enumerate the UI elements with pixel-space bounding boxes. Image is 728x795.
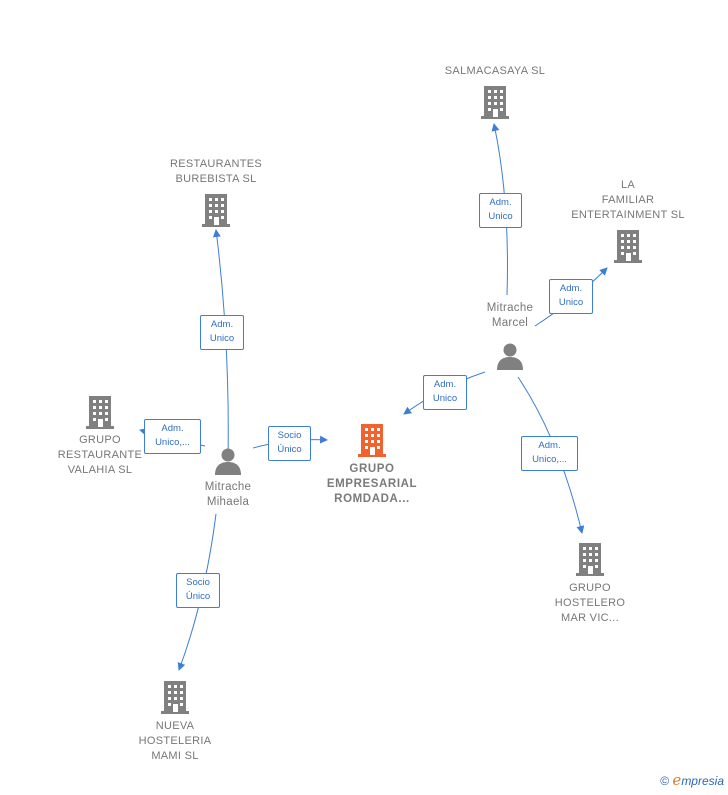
person-label: Mitrache Marcel xyxy=(486,302,534,329)
footer-brand: © empresia xyxy=(660,771,724,789)
edge-label-marcel-empresarial[interactable]: Adm. Unico xyxy=(423,375,467,410)
company-grupo-valahia[interactable]: GRUPO RESTAURANTE VALAHIA SL xyxy=(40,394,160,478)
building-icon xyxy=(86,396,114,429)
building-icon xyxy=(481,86,509,119)
company-grupo-hostelero[interactable]: GRUPO HOSTELERO MAR VIC... xyxy=(530,541,650,626)
company-label: NUEVA HOSTELERIA MAMI SL xyxy=(138,720,212,762)
company-la-familiar[interactable]: LA FAMILIAR ENTERTAINMENT SL xyxy=(558,178,698,264)
company-label: SALMACASAYA SL xyxy=(444,65,546,77)
company-nueva-hosteleria[interactable]: NUEVA HOSTELERIA MAMI SL xyxy=(115,679,235,764)
building-icon xyxy=(202,194,230,227)
company-label: GRUPO RESTAURANTE VALAHIA SL xyxy=(57,434,143,476)
building-icon xyxy=(576,543,604,576)
brand-name: mpresia xyxy=(681,774,724,788)
building-icon xyxy=(614,230,642,263)
company-salmacasaya[interactable]: SALMACASAYA SL xyxy=(425,64,565,120)
person-icon xyxy=(497,343,523,370)
edge-label-mihaela-empresarial[interactable]: Socio Único xyxy=(268,426,311,461)
company-label: GRUPO HOSTELERO MAR VIC... xyxy=(554,582,626,624)
company-label: LA FAMILIAR ENTERTAINMENT SL xyxy=(571,179,685,221)
edge-label-mihaela-valahia[interactable]: Adm. Unico,... xyxy=(144,419,201,454)
building-icon xyxy=(161,681,189,714)
company-label: GRUPO EMPRESARIAL ROMDADA... xyxy=(326,463,418,505)
company-grupo-empresarial[interactable]: GRUPO EMPRESARIAL ROMDADA... xyxy=(312,422,432,507)
edge-label-mihaela-nueva[interactable]: Socio Único xyxy=(176,573,220,608)
copyright-icon: © xyxy=(660,774,670,788)
brand-logo-e: e xyxy=(672,771,682,789)
person-label: Mitrache Mihaela xyxy=(204,481,252,508)
person-mitrache-marcel[interactable]: Mitrache Marcel xyxy=(460,301,560,371)
company-label: RESTAURANTES BUREBISTA SL xyxy=(169,158,263,185)
building-icon xyxy=(358,424,386,457)
edge-label-marcel-hostelero[interactable]: Adm. Unico,... xyxy=(521,436,578,471)
edge-label-mihaela-burebista[interactable]: Adm. Unico xyxy=(200,315,244,350)
company-restaurantes-burebista[interactable]: RESTAURANTES BUREBISTA SL xyxy=(146,157,286,228)
edge-label-marcel-salmacasaya[interactable]: Adm. Unico xyxy=(479,193,522,228)
person-mitrache-mihaela[interactable]: Mitrache Mihaela xyxy=(178,446,278,510)
edge-label-marcel-familiar[interactable]: Adm. Unico xyxy=(549,279,593,314)
person-icon xyxy=(215,448,241,475)
